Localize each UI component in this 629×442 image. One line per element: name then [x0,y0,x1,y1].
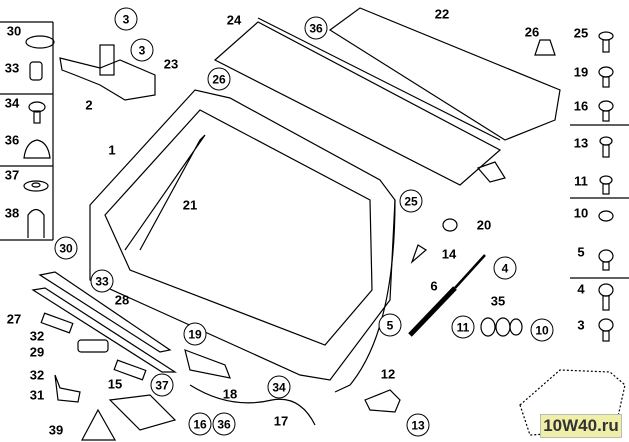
callout: 6 [430,278,438,294]
callout: 26 [524,24,540,40]
legend-right-label: 16 [573,98,589,114]
handle-trim-parts [31,271,316,441]
callout: 31 [29,387,45,403]
callout: 22 [434,6,450,22]
callout: 18 [222,386,238,402]
legend-left-label: 34 [4,95,20,111]
callout: 35 [490,293,506,309]
callout: 21 [182,197,198,213]
callout-circled: 16 [188,412,212,436]
callout-circled: 10 [530,318,554,342]
callout: 29 [29,344,45,360]
gas-strut [408,254,486,337]
legend-left-label: 33 [4,60,20,76]
callout-circled: 25 [399,189,423,213]
stopper-part [442,218,458,232]
legend-right-label: 25 [573,25,589,41]
legend-right-label: 5 [577,244,585,260]
bracket-part [364,389,401,413]
car-silhouette [519,369,626,436]
fastener-icons-left [23,35,55,238]
upper-panel [213,17,502,186]
callout-circled: 11 [451,315,475,339]
callout: 32 [29,328,45,344]
legend-right-label: 11 [574,173,588,189]
callout: 24 [226,12,242,28]
right-legend-frame [570,124,629,279]
legend-right-label: 13 [573,135,589,151]
callout-circled: 36 [304,16,328,40]
legend-left-label: 37 [4,167,20,183]
callout-circled: 34 [267,375,291,399]
callout-circled: 26 [207,67,231,91]
callout-circled: 37 [150,373,174,397]
callout: 2 [85,97,93,113]
callout-circled: 13 [406,413,430,437]
callout: 39 [48,422,64,438]
clip-part [476,161,506,183]
callout: 23 [163,56,179,72]
legend-right-label: 10 [573,205,589,221]
fastener-icons-right [534,31,614,342]
callout-circled: 33 [90,269,114,293]
callout: 28 [114,292,130,308]
callout-circled: 3 [114,7,138,31]
legend-left-label: 38 [4,205,20,221]
callout: 32 [29,367,45,383]
callout-circled: 19 [183,322,207,346]
callout: 14 [441,246,457,262]
legend-right-label: 19 [573,64,589,80]
spoiler [328,7,561,141]
hinge-part [59,44,156,101]
callout: 12 [380,366,396,382]
callout: 1 [108,142,116,158]
legend-left-label: 30 [6,23,22,39]
wedge-part [410,244,428,264]
callout: 17 [273,413,289,429]
callout: 27 [6,311,22,327]
callout: 20 [476,217,492,233]
watermark-logo: 10W40.ru [540,414,622,438]
legend-right-label: 4 [577,281,585,297]
left-legend-frame [0,21,54,241]
callout-circled: 30 [54,236,78,260]
callout-circled: 4 [493,256,517,280]
legend-right-label: 3 [577,317,585,333]
legend-left-label: 36 [4,132,20,148]
callout-circled: 3 [130,38,154,62]
bushings [480,317,523,337]
callout: 15 [107,376,123,392]
callout-circled: 36 [212,412,236,436]
callout-circled: 5 [378,313,402,337]
